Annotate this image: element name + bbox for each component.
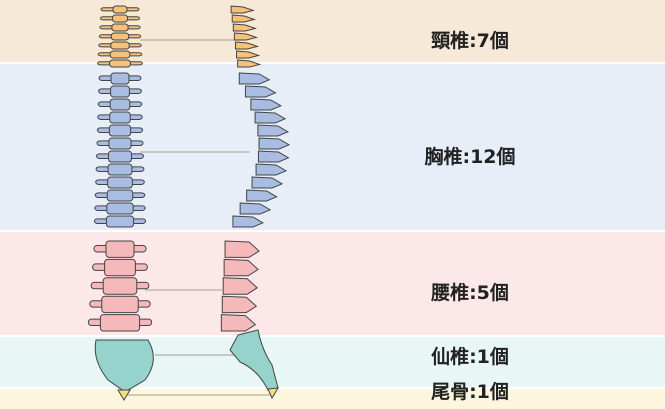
vertebra-body [105,215,135,228]
vertebra-body [111,23,129,32]
vertebra-body [110,85,130,98]
vertebra-body [102,277,138,295]
side-vertebra [254,111,287,124]
side-vertebra [223,258,259,277]
vertebra-body [108,124,132,137]
side-vertebra [236,50,261,59]
side-vertebra [257,150,290,163]
side-vertebra [232,215,265,228]
side-vertebra [257,124,290,137]
side-vertebra [233,32,259,41]
side-vertebra [251,176,284,189]
side-vertebra [231,14,256,23]
vertebra-body [112,5,128,14]
vertebra-body [107,176,133,189]
side-vertebra [258,137,291,150]
label-sacrum: 仙椎:1個 [431,346,509,368]
side-vertebra [220,314,257,332]
side-vertebra [222,277,259,295]
sacrum-side [229,329,279,391]
vertebra-body [104,258,136,277]
vertebra-body [106,202,134,215]
label-lumbar: 腰椎:5個 [431,282,509,304]
side-vertebra [230,5,255,14]
vertebra-body [106,189,134,202]
coccyx-front [117,389,131,401]
label-thoracic: 胸椎:12個 [424,146,516,168]
vertebra-body [101,295,139,314]
vertebra-body [99,314,141,332]
side-vertebra [244,85,277,98]
vertebra-body [108,150,132,163]
side-vertebra [224,240,260,258]
vertebra-body [107,163,133,176]
side-vertebra [246,189,278,202]
label-coccyx: 尾骨:1個 [431,381,509,403]
side-vertebra [221,295,258,314]
vertebra-body [109,111,131,124]
sacrum-front [94,339,154,393]
vertebra-body [111,14,129,23]
vertebra-body [109,59,131,68]
vertebra-body [110,41,130,50]
coccyx-side [267,387,279,400]
vertebra-body [105,240,135,258]
side-vertebra [237,59,262,68]
vertebra-body [109,50,131,59]
vertebra-body [109,98,131,111]
side-vertebra [234,41,260,50]
vertebra-body [108,137,132,150]
side-vertebra [255,163,288,176]
side-vertebra [250,98,282,111]
side-vertebra [239,202,272,215]
side-vertebra [232,23,258,32]
vertebra-body [110,32,130,41]
band-coccyx [0,389,665,409]
label-cervical: 頸椎:7個 [431,30,509,52]
side-vertebra [238,72,271,85]
vertebra-body [110,72,130,85]
